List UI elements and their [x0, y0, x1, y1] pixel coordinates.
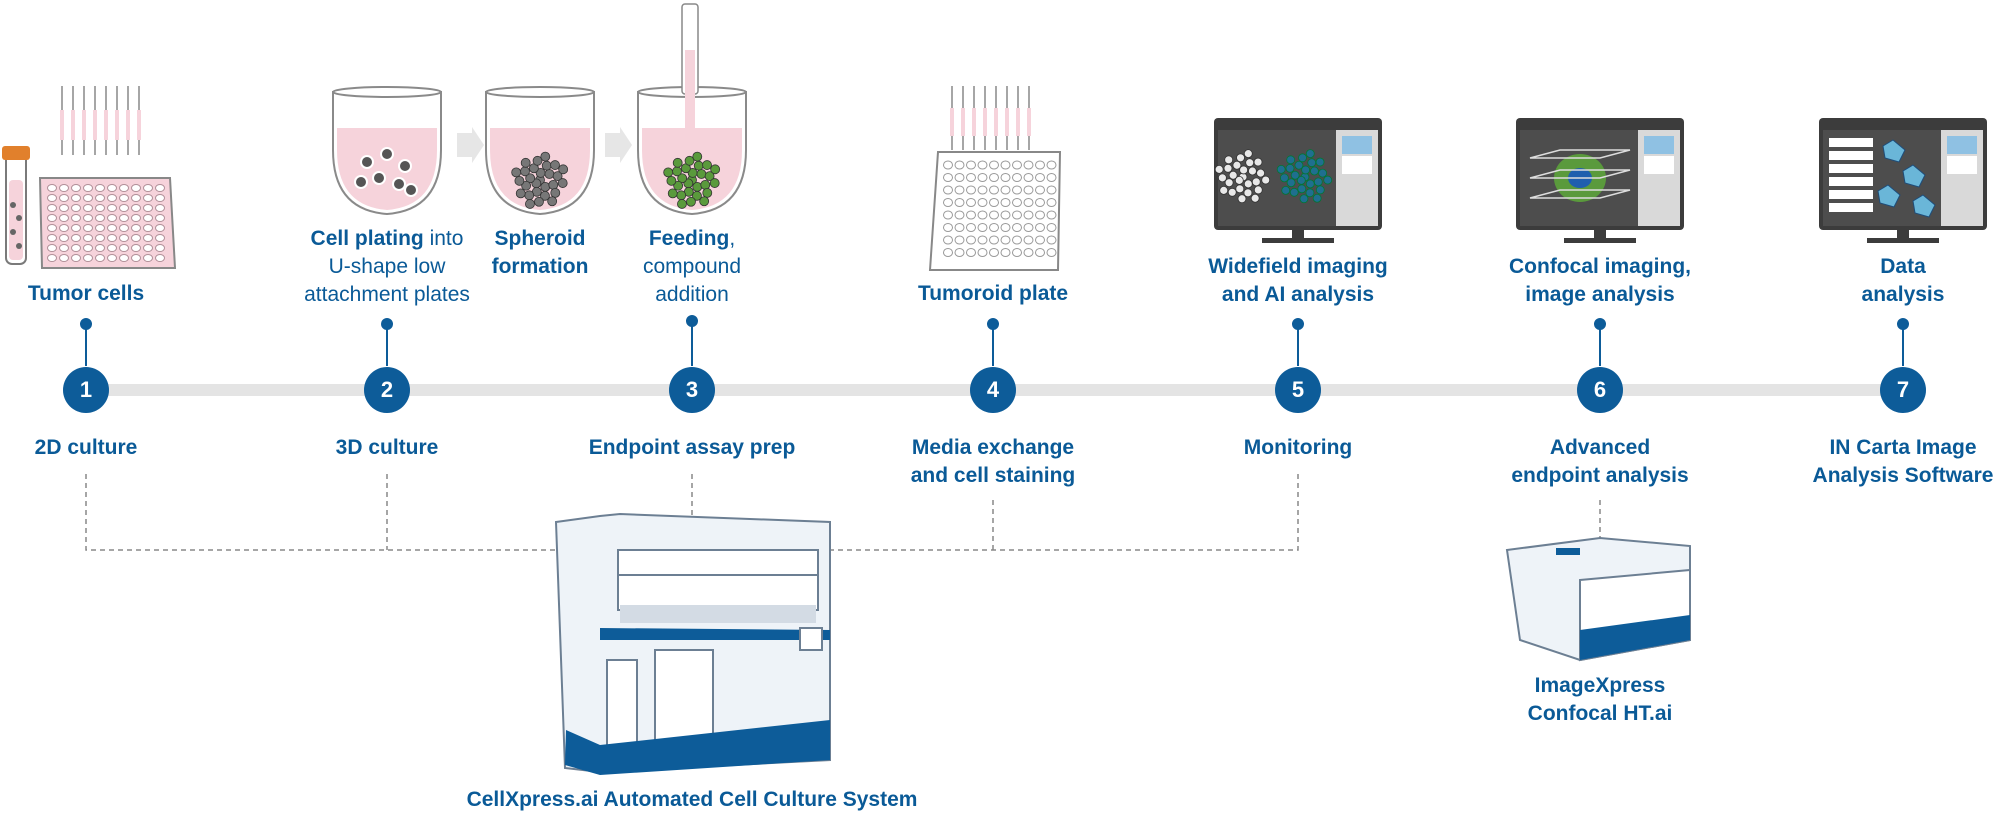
tumoroid-plate-illustration [928, 86, 1062, 271]
phase-3d-culture: 3D culture [335, 436, 439, 459]
monitor-illustrations [1214, 118, 1987, 243]
step-5: 5 [1275, 367, 1321, 413]
step-1: 1 [63, 367, 109, 413]
step-7: 7 [1880, 367, 1926, 413]
step-6: 6 [1577, 367, 1623, 413]
imagexpress-instrument [1505, 536, 1691, 662]
step-3: 3 [669, 367, 715, 413]
phase-endpoint-assay-prep: Endpoint assay prep [588, 436, 796, 459]
tumor-cells-illustration [2, 86, 177, 269]
phase-2d-culture: 2D culture [34, 436, 138, 459]
phase-monitoring: Monitoring [1243, 436, 1353, 459]
label-confocal-imaging: Confocal imaging,image analysis [1508, 255, 1692, 306]
instrument-connectors [85, 474, 1601, 551]
cellxpress-instrument [554, 512, 831, 775]
cellxpress-label: CellXpress.ai Automated Cell Culture Sys… [466, 788, 918, 811]
label-connectors [80, 315, 1909, 366]
spheroid-cups-illustration [332, 3, 747, 216]
label-tumor-cells: Tumor cells [27, 282, 145, 305]
step-4: 4 [970, 367, 1016, 413]
step-2: 2 [364, 367, 410, 413]
label-tumoroid-plate: Tumoroid plate [917, 282, 1069, 305]
